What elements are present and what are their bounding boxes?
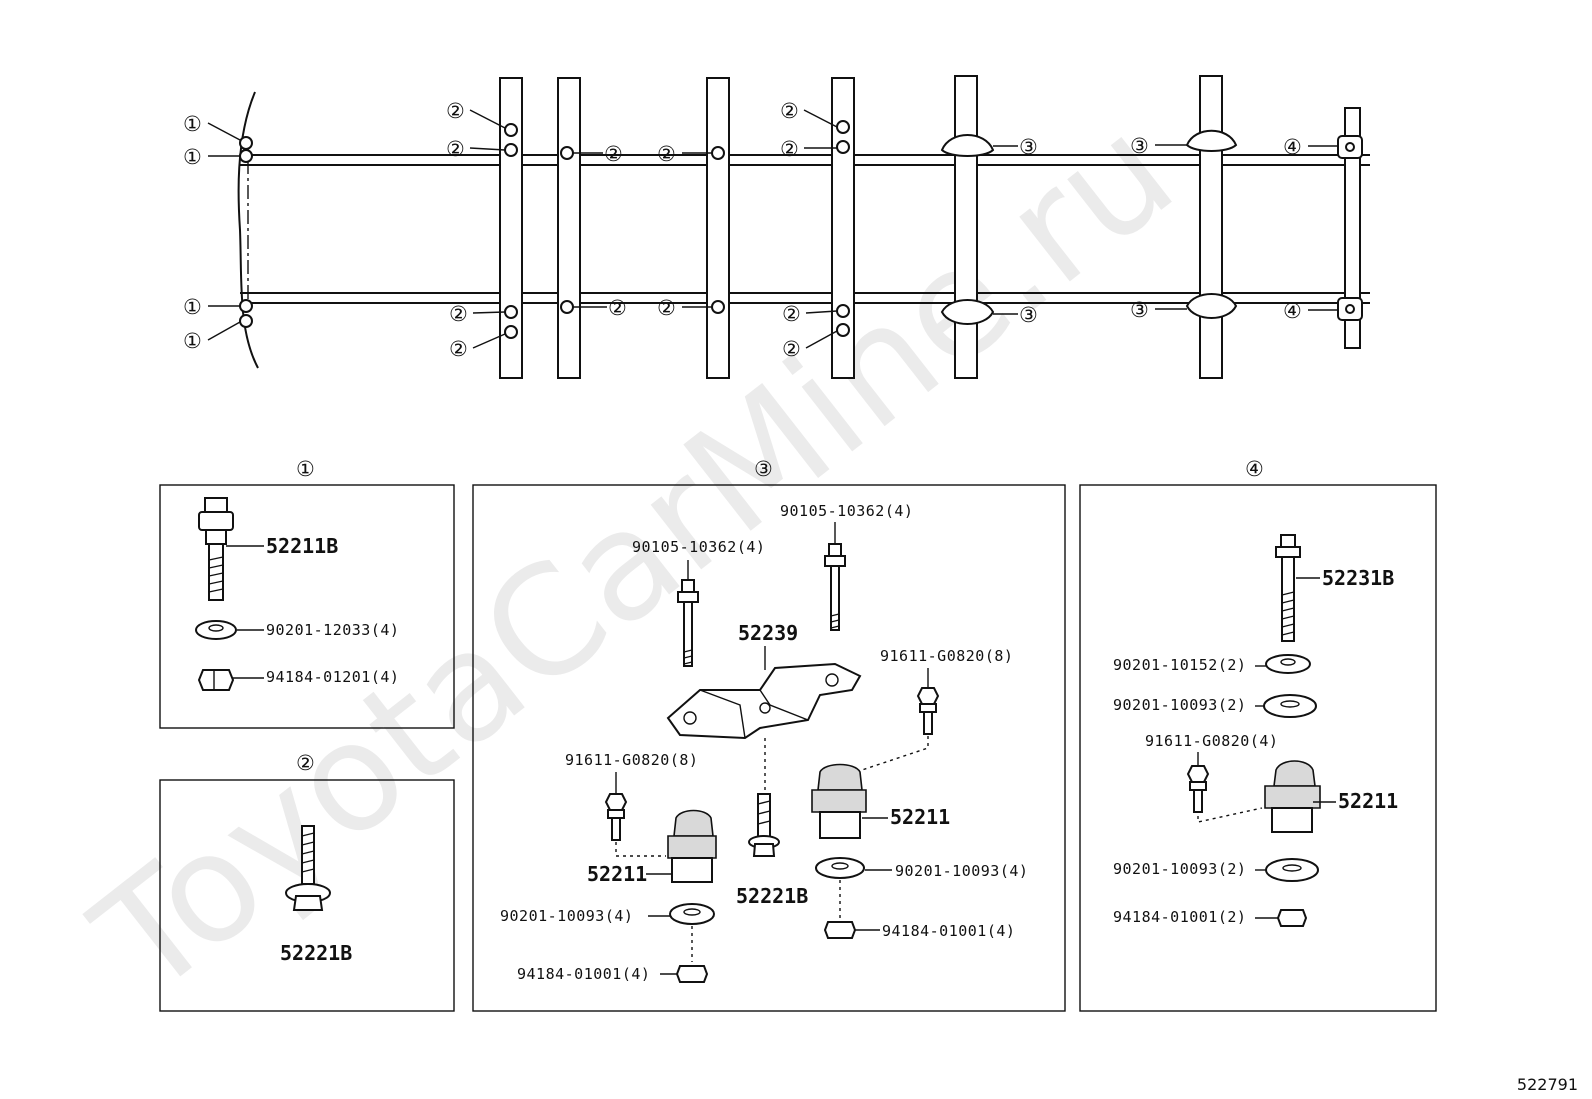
label-90201-10093-a: 90201-10093(2) xyxy=(1113,696,1246,714)
nut-icon xyxy=(197,669,235,691)
washer-icon xyxy=(1263,694,1317,718)
callout-2: ② xyxy=(449,302,468,326)
mount-52211-icon xyxy=(1264,760,1321,833)
label-52211: 52211 xyxy=(1338,789,1398,813)
section-1-box xyxy=(159,484,455,729)
frame-rail-top xyxy=(240,154,1370,166)
callout-2: ② xyxy=(657,296,676,320)
leader-lines xyxy=(207,109,1338,349)
washer-icon xyxy=(1265,858,1319,882)
diagram-id: 522791 xyxy=(1517,1075,1578,1094)
bolt-90105-icon xyxy=(677,579,699,667)
label-52239: 52239 xyxy=(738,621,798,645)
callout-3: ③ xyxy=(1130,134,1149,158)
section-2: ② 52221B xyxy=(159,751,455,1012)
label-90201-10093-b: 90201-10093(2) xyxy=(1113,860,1246,878)
label-52211-left: 52211 xyxy=(587,862,647,886)
nut-icon xyxy=(675,965,709,983)
bolt-91611-icon xyxy=(916,687,940,735)
label-90201-10152: 90201-10152(2) xyxy=(1113,656,1246,674)
washer-icon xyxy=(815,857,865,879)
callout-4: ④ xyxy=(1283,135,1302,159)
callout-1: ① xyxy=(183,145,202,169)
callout-2: ② xyxy=(780,99,799,123)
label-94184-01201: 94184-01201(4) xyxy=(266,668,399,686)
callout-2: ② xyxy=(657,142,676,166)
section-4: ④ 52231B 90201-10152(2) 90201-10093(2) 9… xyxy=(1079,457,1437,1012)
section-2-title: ② xyxy=(296,751,315,775)
washer-icon xyxy=(669,903,715,925)
callout-2: ② xyxy=(780,137,799,161)
watermark: ToyotaCarMine.ru xyxy=(64,84,1205,1028)
label-91611-G0820-a: 91611-G0820(8) xyxy=(880,647,1013,665)
frame-overview: ① ① ① ① ② ② ② ② ② ② ② ② ② ② ② ② ③ ③ ③ ③ … xyxy=(183,75,1370,379)
callout-3: ③ xyxy=(1019,135,1038,159)
label-91611-G0820-4: 91611-G0820(4) xyxy=(1145,732,1278,750)
callout-3: ③ xyxy=(1019,303,1038,327)
bolt-90105-icon xyxy=(824,543,846,631)
label-94184-01001: 94184-01001(2) xyxy=(1113,908,1246,926)
bolt-91611-icon xyxy=(1186,765,1210,813)
label-90201-10093-left: 90201-10093(4) xyxy=(500,907,633,925)
callout-1: ① xyxy=(183,329,202,353)
label-52221B: 52221B xyxy=(280,941,352,965)
frame-rail-bottom xyxy=(240,292,1370,304)
section-3-box xyxy=(472,484,1066,1012)
bracket-52239-icon xyxy=(666,662,862,740)
callout-1: ① xyxy=(183,112,202,136)
bolt-91611-icon xyxy=(604,793,628,841)
callout-2: ② xyxy=(782,302,801,326)
callout-2: ② xyxy=(446,99,465,123)
section-4-box xyxy=(1079,484,1437,1012)
nut-icon xyxy=(823,921,857,939)
label-52211B: 52211B xyxy=(266,534,338,558)
section-4-title: ④ xyxy=(1245,457,1264,481)
label-52211-right: 52211 xyxy=(890,805,950,829)
mount-points xyxy=(239,120,1363,339)
callout-3: ③ xyxy=(1130,298,1149,322)
label-90105-10362-b: 90105-10362(4) xyxy=(780,502,913,520)
callout-2: ② xyxy=(782,337,801,361)
bolt-52211B-icon xyxy=(198,497,234,601)
bolt-52221B-icon xyxy=(748,793,780,857)
label-91611-G0820-b: 91611-G0820(8) xyxy=(565,751,698,769)
bolt-52231B-icon xyxy=(1275,534,1301,642)
section-1-title: ① xyxy=(296,457,315,481)
callout-1: ① xyxy=(183,295,202,319)
overview-callouts: ① ① ① ① ② ② ② ② ② ② ② ② ② ② ② ② ③ ③ ③ ③ … xyxy=(183,99,1302,361)
label-90105-10362-a: 90105-10362(4) xyxy=(632,538,765,556)
washer-icon xyxy=(195,620,237,640)
label-52221B-center: 52221B xyxy=(736,884,808,908)
mount-52211-icon xyxy=(811,763,867,839)
label-94184-01001-left: 94184-01001(4) xyxy=(517,965,650,983)
section-3-title: ③ xyxy=(754,457,773,481)
label-94184-01001-right: 94184-01001(4) xyxy=(882,922,1015,940)
label-52231B: 52231B xyxy=(1322,566,1394,590)
section-2-box xyxy=(159,779,455,1012)
callout-2: ② xyxy=(604,142,623,166)
nut-icon xyxy=(1276,909,1308,927)
mount-52211-icon xyxy=(667,809,717,883)
label-90201-12033: 90201-12033(4) xyxy=(266,621,399,639)
callout-4: ④ xyxy=(1283,299,1302,323)
section-1: ① 52211B 90201-12033(4) 94184-01201(4) xyxy=(159,457,455,729)
bolt-52221B-icon xyxy=(285,825,331,911)
callout-2: ② xyxy=(449,337,468,361)
callout-2: ② xyxy=(608,296,627,320)
washer-icon xyxy=(1265,654,1311,674)
section-3: ③ 90105-10362(4) 90105-10362(4) xyxy=(472,457,1066,1012)
label-90201-10093-right: 90201-10093(4) xyxy=(895,862,1028,880)
callout-2: ② xyxy=(446,137,465,161)
